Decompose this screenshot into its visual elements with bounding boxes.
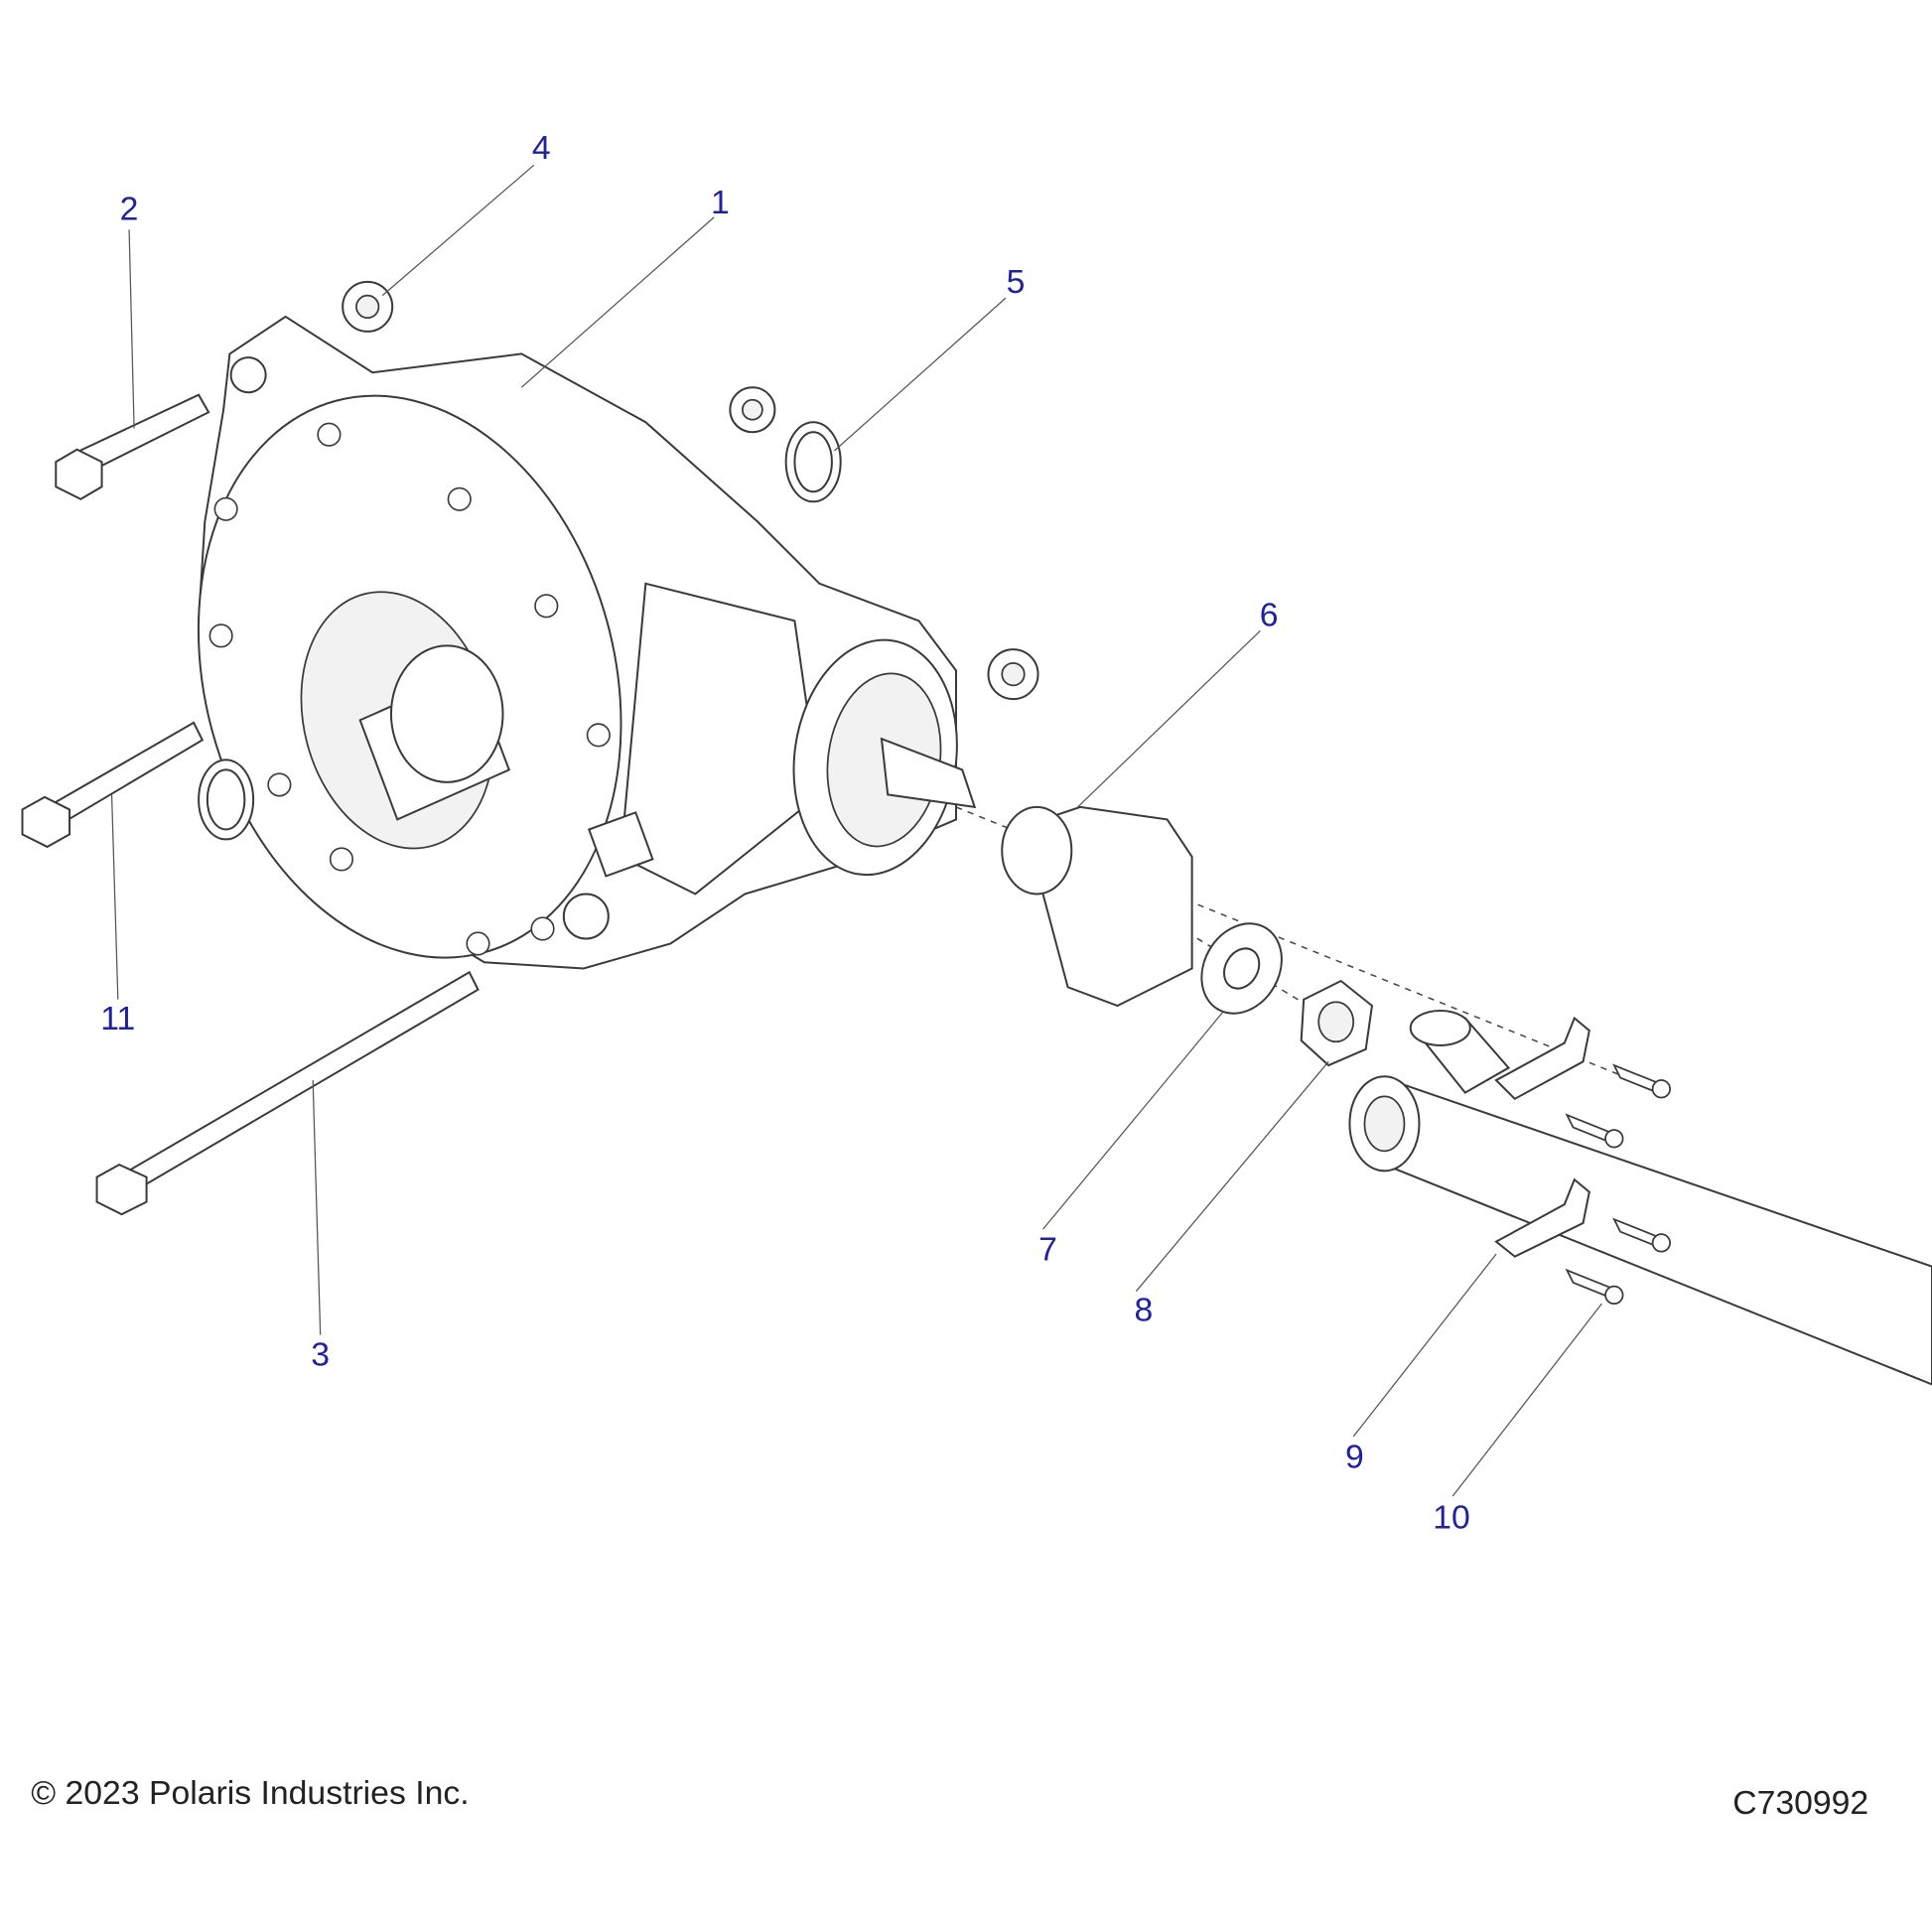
flange-nut [729, 386, 776, 434]
callout-6: 6 [1260, 596, 1279, 633]
callout-3: 3 [311, 1336, 330, 1374]
diagram-code: C730992 [1732, 1784, 1868, 1822]
callout-9: 9 [1345, 1438, 1364, 1475]
callout-10: 10 [1433, 1499, 1470, 1537]
callout-7: 7 [1038, 1230, 1057, 1268]
callout-8: 8 [1134, 1292, 1153, 1329]
nut-8 [1300, 979, 1374, 1067]
flange-nut-4 [342, 280, 394, 333]
propshaft [1348, 1010, 1932, 1386]
copyright-text: © 2023 Polaris Industries Inc. [31, 1774, 469, 1812]
callout-1: 1 [711, 184, 730, 221]
callout-4: 4 [532, 129, 551, 167]
leader-lines [110, 164, 1602, 1497]
callout-5: 5 [1007, 263, 1026, 301]
bolt-2 [55, 393, 210, 500]
flange-nut-b [987, 648, 1039, 701]
callout-2: 2 [120, 190, 139, 227]
callout-11: 11 [100, 1000, 135, 1037]
screws-10 [1565, 1063, 1671, 1306]
bolt-3 [95, 970, 480, 1216]
differential-housing [197, 315, 977, 970]
strap-9 [1494, 1016, 1590, 1258]
washer-7 [1200, 922, 1283, 1015]
yoke-6 [1001, 805, 1193, 1008]
bolt-11 [21, 721, 205, 849]
